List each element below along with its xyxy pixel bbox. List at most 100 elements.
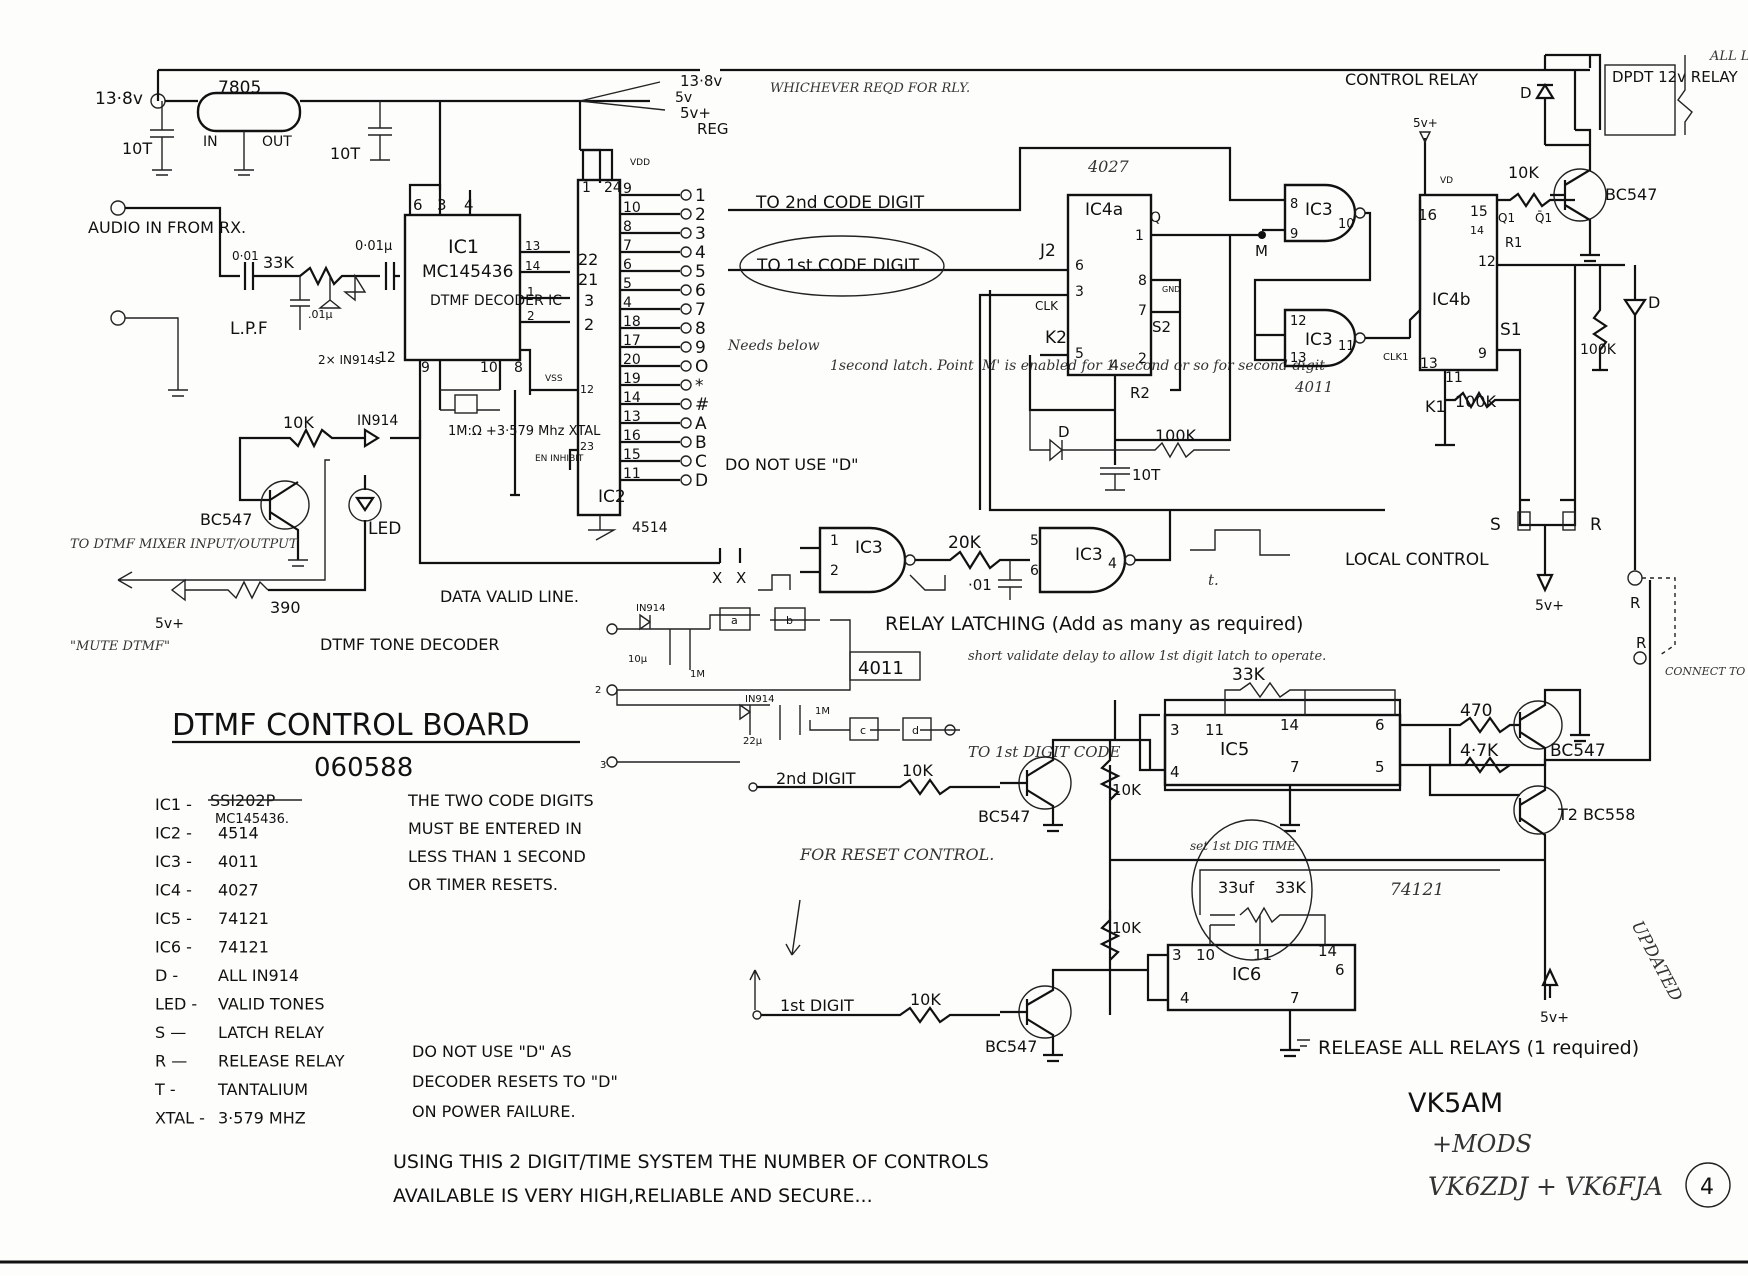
ic4a-p7: 7	[1138, 303, 1147, 319]
reg-13v8: 13·8v	[680, 72, 722, 90]
legend-value: ALL IN914	[218, 966, 299, 985]
ic2-output-label: B	[695, 433, 707, 453]
timer-ic3-a: IC3	[855, 538, 883, 558]
ic4a-k: K2	[1045, 328, 1067, 348]
ic4b-qb: Q̄1	[1535, 211, 1552, 225]
ic4b-r1: R1	[1505, 236, 1522, 251]
credits: VK5AM +MODS VK6ZDJ + VK6FJA 4	[1408, 1088, 1731, 1208]
ic5-r33k: 33K	[1232, 665, 1266, 685]
ic4a-q: Q	[1150, 210, 1161, 226]
ic4a-s: S2	[1152, 318, 1171, 336]
to-2nd-code: TO 2nd CODE DIGIT	[755, 193, 925, 213]
ic4b-box	[1418, 193, 1499, 372]
timer-ic3-b: IC3	[1075, 545, 1103, 565]
ic6-p6: 6	[1335, 961, 1345, 979]
ic5-p4: 4	[1170, 763, 1180, 781]
timer-x1: X	[712, 569, 722, 587]
led-5v: 5v+	[155, 616, 184, 632]
ic1-pin10: 10	[480, 360, 498, 376]
reset-control: FOR RESET CONTROL.	[799, 845, 994, 864]
ic5-r47k: 4·7K	[1460, 741, 1499, 761]
ic5-p3: 3	[1170, 721, 1180, 739]
relay-d: D	[1520, 84, 1532, 102]
valid-tone-circuit: IN914 10K BC547 LED 390 5v+ TO DTMF MIXE…	[70, 413, 720, 654]
audio-input: AUDIO IN FROM RX. L.P.F 0·01 33K 0·01μ .…	[88, 200, 400, 397]
ic5-part: 74121	[1390, 880, 1444, 900]
ic6-box	[1166, 943, 1357, 1012]
ic5-t1: BC547	[1550, 741, 1606, 761]
ic4a-gnd: GND	[1162, 285, 1180, 294]
inset-d: IN914	[636, 603, 666, 614]
ic6-set-time: set 1st DIG TIME	[1190, 839, 1296, 853]
release-all: RELEASE ALL RELAYS (1 required)	[1318, 1037, 1639, 1059]
ic5-p6: 6	[1375, 716, 1385, 734]
note-line: OR TIMER RESETS.	[408, 875, 558, 894]
r-33k: 33K	[263, 253, 294, 272]
digit-1st-t: BC547	[985, 1037, 1037, 1056]
legend-key: IC4 -	[155, 881, 192, 900]
ic2-output-label: C	[695, 452, 707, 472]
local-r3: R	[1636, 634, 1646, 652]
legend-key: R —	[155, 1052, 187, 1071]
ic1-box	[403, 213, 522, 362]
relay-d2: D	[1648, 293, 1660, 312]
to-1st-code: TO 1st CODE DIGIT	[756, 256, 920, 276]
ic4a-p5: 5	[1075, 346, 1084, 362]
note-line: THE TWO CODE DIGITS	[407, 791, 594, 810]
ic2-pin-number: 9	[623, 181, 632, 197]
ic5-p14: 14	[1280, 716, 1299, 734]
ic2-pin23: 23	[580, 440, 594, 453]
led-label: LED	[368, 519, 401, 539]
ic2-output-label: 4	[695, 243, 706, 263]
ic4a-flipflop: 4027 IC4a J2 CLK K2 6 3 5 4 1 Q 8 7 GND …	[978, 157, 1268, 510]
note-line: ON POWER FAILURE.	[412, 1102, 576, 1121]
legend-value: MC145436.	[215, 812, 289, 827]
mute-dtmf: "MUTE DTMF"	[70, 639, 170, 654]
ic3-part: 4011	[1294, 378, 1333, 396]
inset-c: 10μ	[628, 654, 648, 665]
to-dtmf-mixer: TO DTMF MIXER INPUT/OUTPUT	[70, 537, 299, 552]
data-valid-line: DATA VALID LINE.	[440, 587, 579, 606]
lpf-label: L.P.F	[230, 319, 268, 339]
ic2-output-label: 2	[695, 205, 706, 225]
note-line: DECODER RESETS TO "D"	[412, 1072, 618, 1091]
digit-r2: 10K	[1112, 919, 1142, 937]
led-transistor: BC547	[200, 510, 252, 529]
reg-note: WHICHEVER REQD FOR RLY.	[770, 81, 970, 96]
diodes-label: 2× IN914s	[318, 353, 381, 367]
tone-decoder-title: DTMF TONE DECODER	[320, 635, 499, 654]
ic2-en: EN INHIBIT	[535, 454, 584, 464]
timer-pin2: 2	[830, 563, 839, 579]
cap-10t-right: 10T	[330, 144, 360, 163]
ic2-pin-number: 15	[623, 447, 641, 463]
r-390: 390	[270, 598, 301, 617]
ic3a-p9: 9	[1290, 227, 1298, 242]
ic3a-name: IC3	[1305, 200, 1333, 220]
timer-x2: X	[736, 569, 746, 587]
ic5-74121: IC5 3 11 14 6 4 7 5 33K 470 4·7K BC547 T…	[1138, 580, 1652, 1000]
ic1-pin8: 8	[514, 360, 523, 376]
inset-a: a	[731, 614, 738, 627]
c-001u: 0·01μ	[355, 239, 392, 254]
inset-to-1st: TO 1st DIGIT CODE	[968, 743, 1121, 761]
note-line: DO NOT USE "D" AS	[412, 1042, 572, 1061]
ic4a-p1: 1	[1135, 228, 1144, 244]
digit-2nd: 2nd DIGIT	[776, 769, 856, 788]
ic3a-p8: 8	[1290, 197, 1298, 212]
note-line: AVAILABLE IS VERY HIGH,RELIABLE AND SECU…	[393, 1185, 873, 1207]
ic2-box	[576, 178, 622, 517]
relay-type: DPDT 12v RELAY	[1612, 68, 1739, 86]
ic2-pin-number: 4	[623, 295, 632, 311]
ic2-pin-number: 16	[623, 428, 641, 444]
reg-5v: 5v	[675, 90, 692, 106]
inset-r: 1M	[690, 669, 705, 680]
relay-latching-label: RELAY LATCHING (Add as many as required)	[885, 613, 1303, 635]
ic4b-p9: 9	[1478, 346, 1487, 362]
note-system: USING THIS 2 DIGIT/TIME SYSTEM THE NUMBE…	[393, 1151, 989, 1207]
ic4a-r100k: 100K	[1155, 426, 1197, 445]
control-relay: CONTROL RELAY D DPDT 12v RELAY ALL LEDS …	[1345, 49, 1748, 263]
credit-mods: +MODS	[1432, 1130, 1532, 1158]
ic1-pin6: 6	[413, 196, 423, 214]
